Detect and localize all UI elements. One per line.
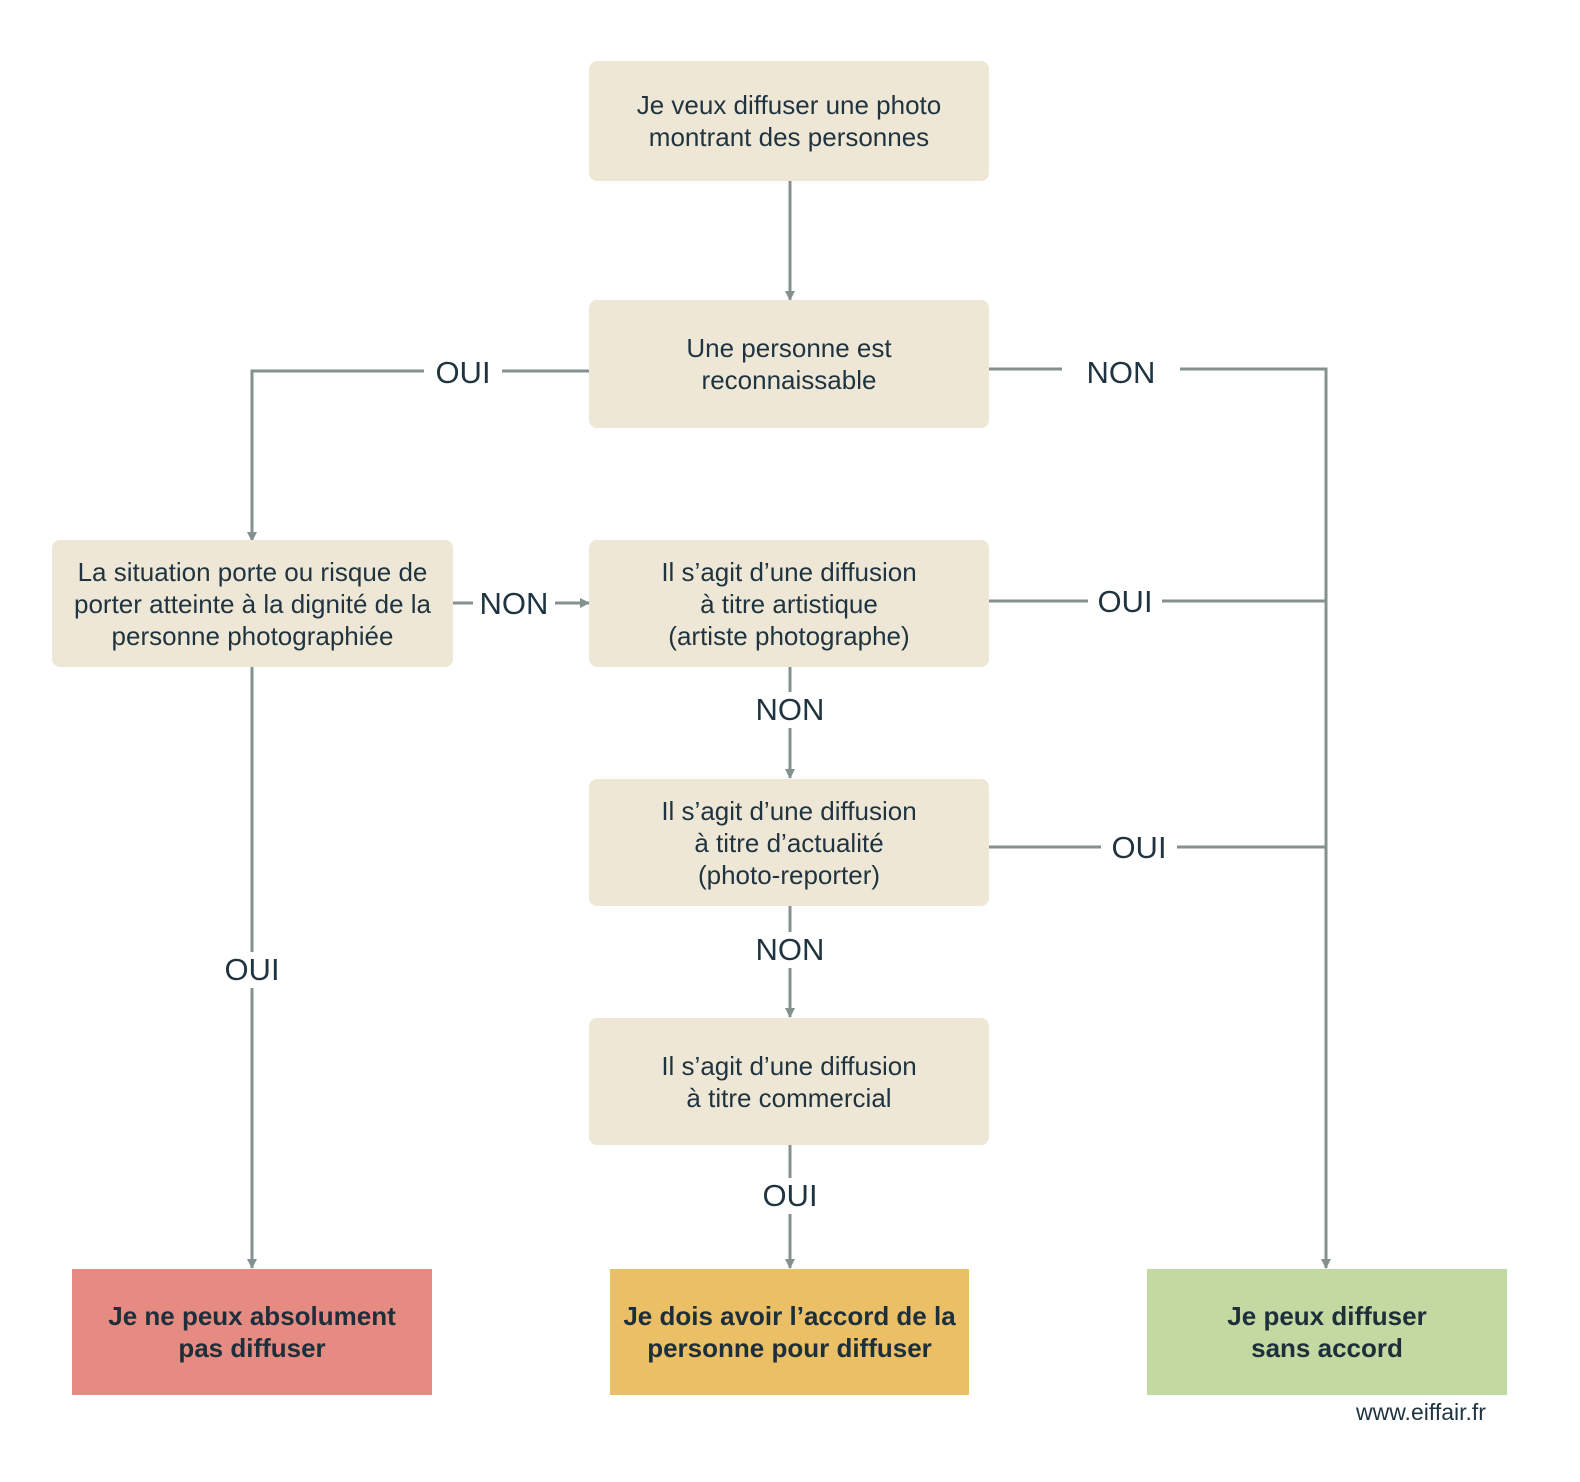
label-artistique-non: NON — [740, 692, 840, 728]
node-start: Je veux diffuser une photo montrant des … — [589, 61, 989, 181]
label-reconnaissable-non: NON — [1062, 355, 1180, 391]
label-commercial-oui: OUI — [740, 1178, 840, 1214]
result-libre: Je peux diffuser sans accord — [1147, 1269, 1507, 1395]
label-dignite-oui: OUI — [216, 952, 288, 988]
label-actualite-oui: OUI — [1101, 830, 1177, 866]
connector-reconnaissable-oui — [247, 369, 591, 542]
label-actualite-non: NON — [740, 932, 840, 968]
connector-reconnaissable-non — [988, 367, 1331, 1269]
node-artistique: Il s’agit d’une diffusion à titre artist… — [589, 540, 989, 667]
website-url[interactable]: www.eiffair.fr — [1356, 1399, 1486, 1425]
result-accord: Je dois avoir l’accord de la personne po… — [610, 1269, 969, 1395]
node-commercial: Il s’agit d’une diffusion à titre commer… — [589, 1018, 989, 1145]
label-artistique-oui: OUI — [1088, 584, 1162, 620]
label-dignite-non: NON — [473, 586, 555, 622]
node-actualite: Il s’agit d’une diffusion à titre d’actu… — [589, 779, 989, 906]
node-dignite: La situation porte ou risque de porter a… — [52, 540, 453, 667]
result-interdit: Je ne peux absolument pas diffuser — [72, 1269, 432, 1395]
node-reconnaissable: Une personne est reconnaissable — [589, 300, 989, 428]
label-reconnaissable-oui: OUI — [424, 355, 502, 391]
